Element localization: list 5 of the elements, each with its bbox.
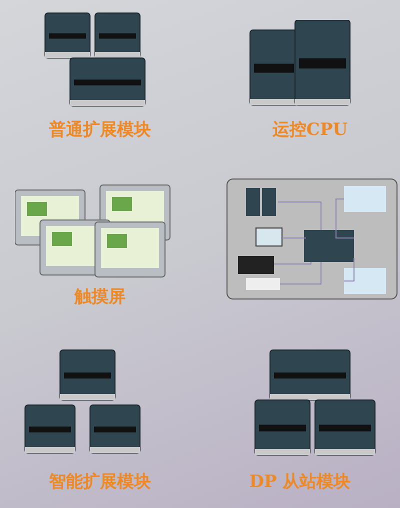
product-caption: 智能扩展模块: [48, 471, 152, 493]
product-caption: DP 从站模块: [248, 471, 352, 493]
product-caption: 普通扩展模块: [48, 119, 152, 141]
product-caption: 触摸屏: [73, 286, 126, 308]
product-caption: 运控CPU: [271, 119, 349, 141]
